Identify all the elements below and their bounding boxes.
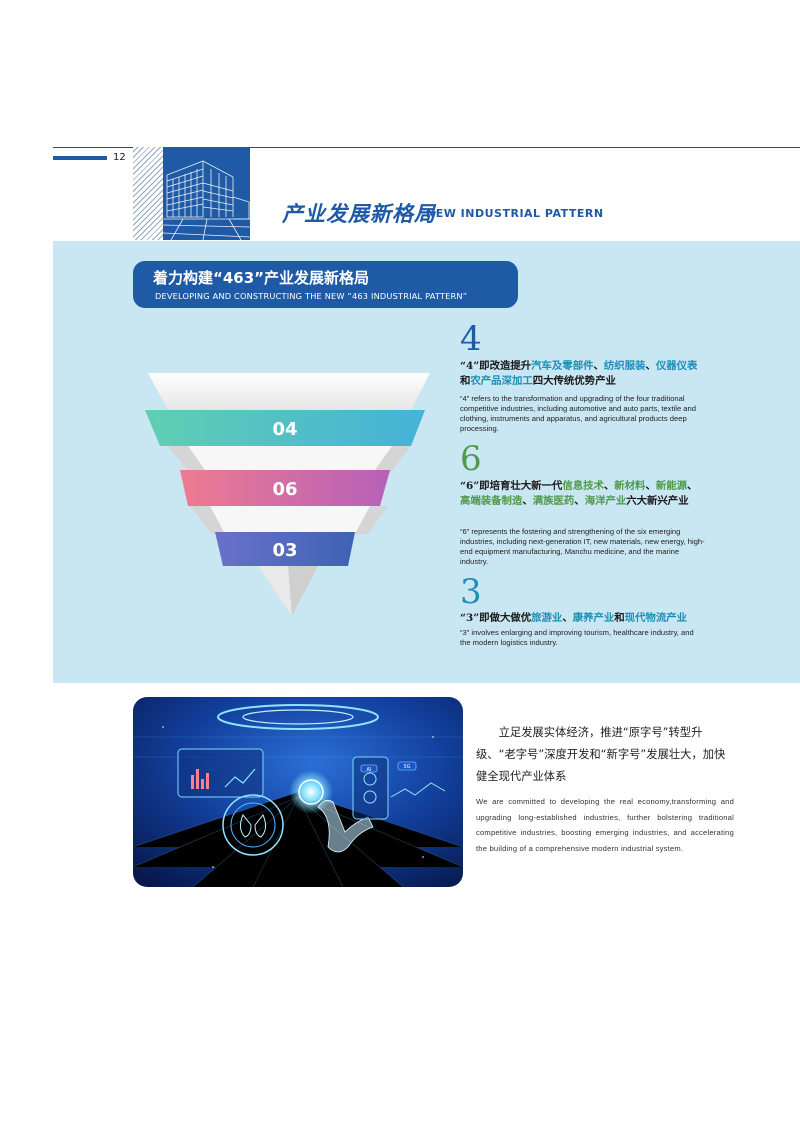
tech-photo: AI 5G (133, 697, 463, 887)
text-segment: 、 (522, 495, 533, 507)
highlighted-term: 高端装备制造 (460, 495, 523, 507)
highlighted-term: 农产品深加工 (470, 375, 533, 387)
text-segment: 、 (645, 480, 656, 492)
item-4-digit: 4 (460, 319, 482, 359)
funnel-label-03: 03 (272, 540, 297, 561)
banner-title: 着力构建“463”产业发展新格局 (153, 269, 370, 287)
funnel-tip-shade (288, 566, 318, 616)
funnel-white-1 (148, 373, 430, 410)
funnel-label-06: 06 (272, 479, 297, 500)
hatch-pattern (133, 147, 163, 240)
funnel-white-2 (188, 446, 392, 470)
text-segment: 、 (687, 480, 698, 492)
building-illustration (163, 147, 250, 240)
photo-badge-ai: AI (367, 767, 372, 773)
highlighted-term: 满族医药 (532, 495, 575, 507)
text-segment: 和 (460, 375, 471, 387)
text-segment: 、 (593, 360, 604, 372)
section-title-zh: 产业发展新格局 (282, 202, 436, 226)
body-text-en: We are committed to developing the real … (476, 797, 734, 853)
content-panel (53, 241, 800, 683)
funnel-band-03 (215, 532, 355, 566)
text-segment: 、 (574, 495, 585, 507)
banner: 着力构建“463”产业发展新格局 DEVELOPING AND CONSTRUC… (133, 261, 518, 308)
text-segment: “4”即改造提升 (460, 360, 532, 372)
body-text-zh-content: 立足发展实体经济，推进“原字号”转型升级、“老字号”深度开发和“新字号”发展壮大… (476, 726, 726, 783)
body-text-zh: 立足发展实体经济，推进“原字号”转型升级、“老字号”深度开发和“新字号”发展壮大… (476, 722, 734, 788)
item-3-zh: “3”即做大做优旅游业、康养产业和现代物流产业 (460, 611, 700, 626)
item-4-zh: “4”即改造提升汽车及零部件、纺织服装、仪器仪表和农产品深加工四大传统优势产业 (460, 359, 700, 389)
text-segment: 和 (614, 612, 625, 624)
highlighted-term: 海洋产业 (584, 495, 627, 507)
item-6-digit: 6 (460, 439, 482, 479)
page-number-bar (53, 156, 107, 160)
text-segment: 、 (603, 480, 615, 492)
item-3-digit: 3 (460, 572, 482, 612)
highlighted-term: 纺织服装 (603, 360, 646, 372)
funnel-diagram: 04 06 03 (140, 370, 440, 620)
text-segment: “3”即做大做优 (460, 612, 532, 624)
text-segment: 、 (562, 612, 573, 624)
item-6-zh: “6”即培育壮大新一代信息技术、新材料、新能源、高端装备制造、满族医药、海洋产业… (460, 479, 700, 509)
text-segment: 四大传统优势产业 (532, 375, 616, 387)
text-segment: “6”即培育壮大新一代 (460, 480, 563, 492)
top-rule (53, 147, 800, 148)
highlighted-term: 新材料 (614, 480, 646, 492)
photo-badge-5g: 5G (403, 764, 410, 770)
funnel-label-04: 04 (272, 419, 297, 440)
item-3-en: “3” involves enlarging and improving tou… (460, 628, 694, 647)
funnel-white-3 (210, 506, 370, 532)
highlighted-term: 信息技术 (562, 480, 604, 492)
funnel-band-04 (145, 410, 425, 446)
item-4-en: “4” refers to the transformation and upg… (460, 394, 696, 433)
highlighted-term: 汽车及零部件 (531, 360, 594, 372)
page-number: 12 (113, 152, 126, 163)
text-segment: 六大新兴产业 (626, 495, 689, 507)
text-segment: 、 (645, 360, 656, 372)
highlighted-term: 仪器仪表 (655, 360, 698, 372)
banner-subtitle: DEVELOPING AND CONSTRUCTING THE NEW “463… (155, 291, 468, 301)
highlighted-term: 旅游业 (531, 612, 563, 624)
section-title-en: NEW INDUSTRIAL PATTERN (426, 207, 604, 220)
highlighted-term: 康养产业 (572, 612, 615, 624)
item-6-en: “6” represents the fostering and strengt… (460, 527, 705, 566)
highlighted-term: 现代物流产业 (624, 612, 687, 624)
funnel-band-06 (180, 470, 390, 506)
highlighted-term: 新能源 (655, 480, 687, 492)
